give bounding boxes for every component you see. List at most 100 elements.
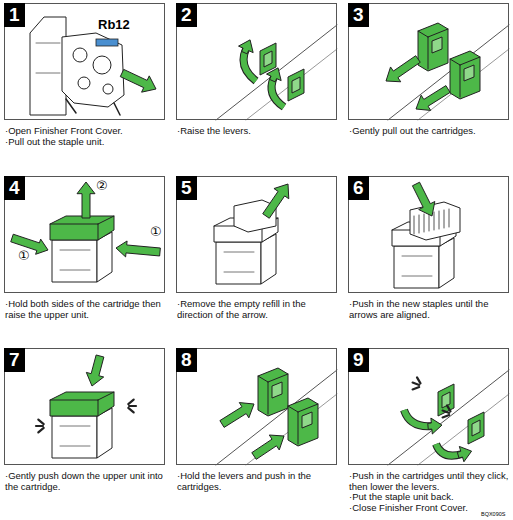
direction-arrow <box>416 86 450 111</box>
cartridge-body <box>52 416 97 458</box>
step-number: 9 <box>348 348 369 372</box>
step-illustration <box>36 355 136 458</box>
cartridge-body <box>394 246 439 288</box>
direction-arrow <box>263 184 289 218</box>
cartridge-face <box>464 65 474 81</box>
wall-edge <box>216 370 337 465</box>
gear-symbol <box>93 56 111 74</box>
illustration-frame: 6 <box>348 176 509 293</box>
direction-arrow <box>412 182 434 216</box>
step-caption: ·Remove the empty refill in the directio… <box>176 299 337 320</box>
staple-refill <box>410 202 460 240</box>
illustration-frame: 7 <box>4 348 165 465</box>
step-caption: ·Hold the levers and push in the cartrid… <box>176 471 337 492</box>
click-mark <box>38 428 43 432</box>
detail-line <box>428 29 448 37</box>
illustration-frame: 3 <box>348 3 509 120</box>
step-panel: 9 ·Push in the cartridges until they clic… <box>348 348 509 513</box>
detail-line <box>428 37 429 69</box>
lever <box>438 384 454 416</box>
click-mark <box>443 415 450 417</box>
detail-line <box>98 224 99 240</box>
staple-sheet <box>449 209 450 227</box>
callout-number: ① <box>150 225 162 238</box>
detail-line <box>224 252 254 253</box>
click-mark <box>447 405 451 411</box>
cartridge-face <box>272 382 282 398</box>
step-illustration <box>386 23 509 120</box>
wall-edge <box>216 25 337 120</box>
step-panel: 2·Raise the levers. <box>176 3 337 137</box>
step-illustration <box>30 17 156 115</box>
step-number: 8 <box>176 348 197 372</box>
step-caption: ·Gently pull out the cartridges. <box>348 126 509 137</box>
step-number: 4 <box>4 176 25 200</box>
detail-line <box>98 400 99 416</box>
detail-line <box>98 216 114 224</box>
staple-sheet <box>434 212 435 230</box>
direction-arrow <box>77 182 95 218</box>
part-label: Rb12 <box>98 18 130 31</box>
direction-arrow <box>220 403 254 428</box>
callout-number: ② <box>96 179 108 192</box>
detail-line <box>402 276 432 277</box>
callout-number: ① <box>18 249 30 262</box>
step-panel: 3 ·Gently pull out the cartridges. <box>348 3 509 137</box>
staple-sheet <box>414 216 415 234</box>
step-caption: ·Push in the cartridges until they click… <box>348 471 509 492</box>
detail-line <box>36 43 60 44</box>
staple-sheet <box>419 215 420 233</box>
detail-line <box>60 426 90 427</box>
detail-line <box>60 446 90 447</box>
direction-arrow <box>386 56 420 82</box>
click-mark <box>417 377 421 383</box>
step-caption: ·Gently push down the upper unit into th… <box>4 471 165 492</box>
cartridge-body <box>216 242 261 284</box>
step-illustration <box>214 184 289 284</box>
direction-arrow <box>267 68 282 82</box>
detail-line <box>268 374 288 382</box>
figure-code: BQX090S <box>481 512 505 518</box>
detail-line <box>460 65 461 97</box>
direction-arrow <box>239 40 254 54</box>
illustration-frame: 8 <box>176 348 337 465</box>
step-panel: 1·Open Finisher Front Cover.·Pull out th… <box>4 3 165 147</box>
click-mark <box>413 383 420 385</box>
staple-sheet <box>444 210 445 228</box>
step-caption: ·Hold both sides of the cartridge then r… <box>4 299 165 320</box>
unit-foot <box>114 103 120 115</box>
step-caption: ·Open Finisher Front Cover. <box>4 126 165 137</box>
curved-arrow <box>244 49 256 81</box>
direction-arrow <box>116 241 160 257</box>
detail-line <box>258 376 268 382</box>
direction-arrow <box>252 435 284 459</box>
cartridge-body <box>52 240 97 282</box>
curved-arrow-outline <box>244 49 256 81</box>
detail-line <box>450 59 460 65</box>
illustration-frame: 2 <box>176 3 337 120</box>
click-mark <box>413 387 420 389</box>
unit-foot <box>66 99 76 113</box>
detail-line <box>402 256 432 257</box>
direction-arrow <box>428 418 442 434</box>
step-number: 3 <box>348 3 369 27</box>
upper-unit <box>50 216 114 240</box>
step-caption: ·Push in the new staples until the arrow… <box>348 299 509 320</box>
gear-symbol <box>73 48 87 62</box>
upper-unit <box>50 392 114 416</box>
detail-line <box>298 404 318 412</box>
step-illustration <box>388 370 509 465</box>
click-mark <box>128 408 133 412</box>
click-mark <box>129 405 136 407</box>
detail-line <box>288 406 298 412</box>
lever <box>468 412 484 444</box>
staple-unit <box>62 33 124 107</box>
click-mark <box>128 400 133 404</box>
cartridge <box>418 23 448 71</box>
step-number: 1 <box>4 3 25 27</box>
detail-line <box>460 57 480 65</box>
detail-line <box>50 224 98 225</box>
step-illustration <box>11 182 161 282</box>
lever-face <box>292 77 300 93</box>
direction-arrow <box>457 446 471 461</box>
